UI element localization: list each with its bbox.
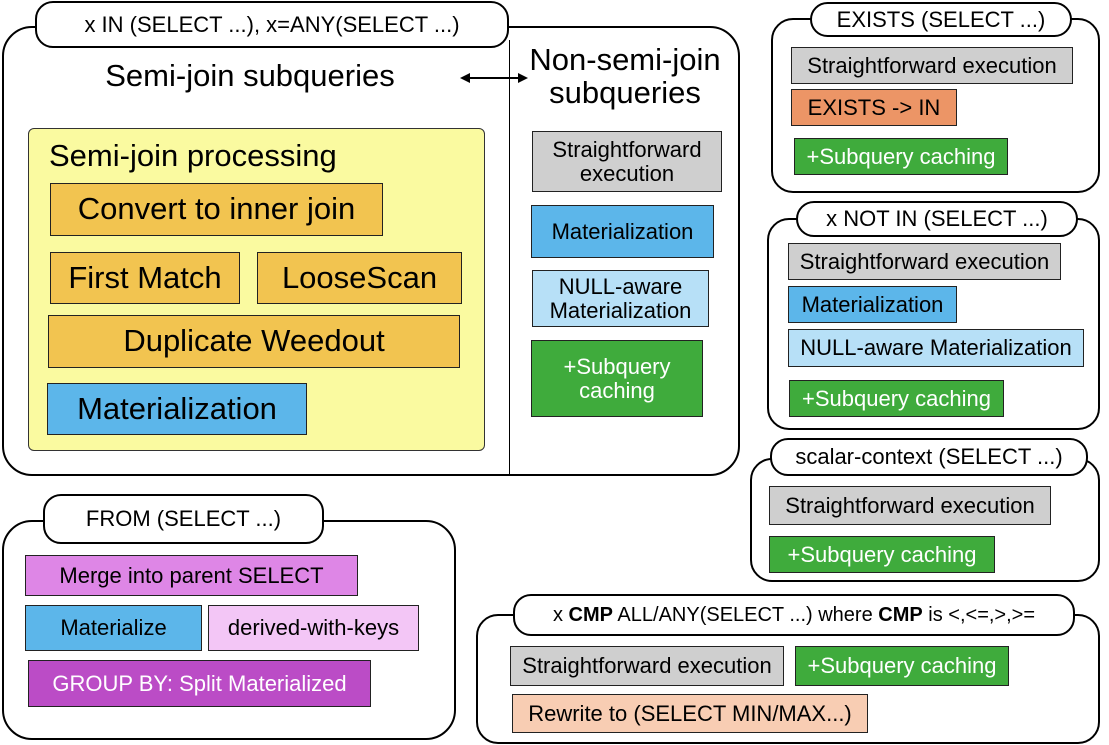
cmp-rewrite-box: Rewrite to (SELECT MIN/MAX...) xyxy=(512,694,868,733)
non-semijoin-subqueries-title: Non-semi-join subqueries xyxy=(529,42,721,110)
from-derived-with-keys-box: derived-with-keys xyxy=(208,605,419,651)
duplicate-weedout-box: Duplicate Weedout xyxy=(48,315,460,368)
cmp-straightforward-box: Straightforward execution xyxy=(510,646,784,686)
semijoin-subqueries-title: Semi-join subqueries xyxy=(105,58,395,93)
double-arrow-icon xyxy=(460,73,528,83)
first-match-box: First Match xyxy=(50,252,240,304)
convert-to-inner-join-box: Convert to inner join xyxy=(50,183,383,236)
not-in-null-aware-box: NULL-aware Materialization xyxy=(788,329,1084,367)
exists-caching-box: +Subquery caching xyxy=(794,138,1008,175)
semijoin-materialization-box: Materialization xyxy=(47,383,307,435)
from-merge-box: Merge into parent SELECT xyxy=(25,555,358,596)
cmp-tag-suffix: is <,<=,>,>= xyxy=(922,603,1036,626)
semijoin-divider xyxy=(509,40,510,476)
from-group-tag: FROM (SELECT ...) xyxy=(43,494,324,544)
cmp-tag-mid: ALL/ANY(SELECT ...) where xyxy=(612,603,879,626)
loosescan-box: LooseScan xyxy=(257,252,462,304)
not-in-group-tag: x NOT IN (SELECT ...) xyxy=(796,201,1078,237)
cmp-tag-cmp2: CMP xyxy=(878,603,923,626)
semijoin-group-tag: x IN (SELECT ...), x=ANY(SELECT ...) xyxy=(35,1,509,48)
exists-group-tag: EXISTS (SELECT ...) xyxy=(810,2,1072,37)
nsj-materialization-box: Materialization xyxy=(531,205,714,258)
exists-to-in-box: EXISTS -> IN xyxy=(791,89,957,126)
cmp-tag-cmp1: CMP xyxy=(568,603,613,626)
cmp-caching-box: +Subquery caching xyxy=(795,646,1009,686)
semijoin-processing-title: Semi-join processing xyxy=(49,138,337,173)
not-in-straightforward-box: Straightforward execution xyxy=(788,243,1061,280)
from-materialize-box: Materialize xyxy=(25,605,202,651)
scalar-group-tag: scalar-context (SELECT ...) xyxy=(770,438,1088,476)
nsj-caching-box: +Subquery caching xyxy=(531,340,703,417)
scalar-caching-box: +Subquery caching xyxy=(769,536,995,573)
cmp-group-tag: x CMP ALL/ANY(SELECT ...) where CMP is <… xyxy=(513,594,1075,636)
not-in-caching-box: +Subquery caching xyxy=(789,380,1004,417)
nsj-null-aware-box: NULL-aware Materialization xyxy=(532,270,709,327)
not-in-materialization-box: Materialization xyxy=(788,286,957,323)
from-group-by-split-box: GROUP BY: Split Materialized xyxy=(28,660,371,707)
nsj-straightforward-box: Straightforward execution xyxy=(532,131,722,192)
scalar-straightforward-box: Straightforward execution xyxy=(769,486,1051,525)
cmp-tag-prefix: x xyxy=(552,603,569,626)
exists-straightforward-box: Straightforward execution xyxy=(791,47,1073,84)
